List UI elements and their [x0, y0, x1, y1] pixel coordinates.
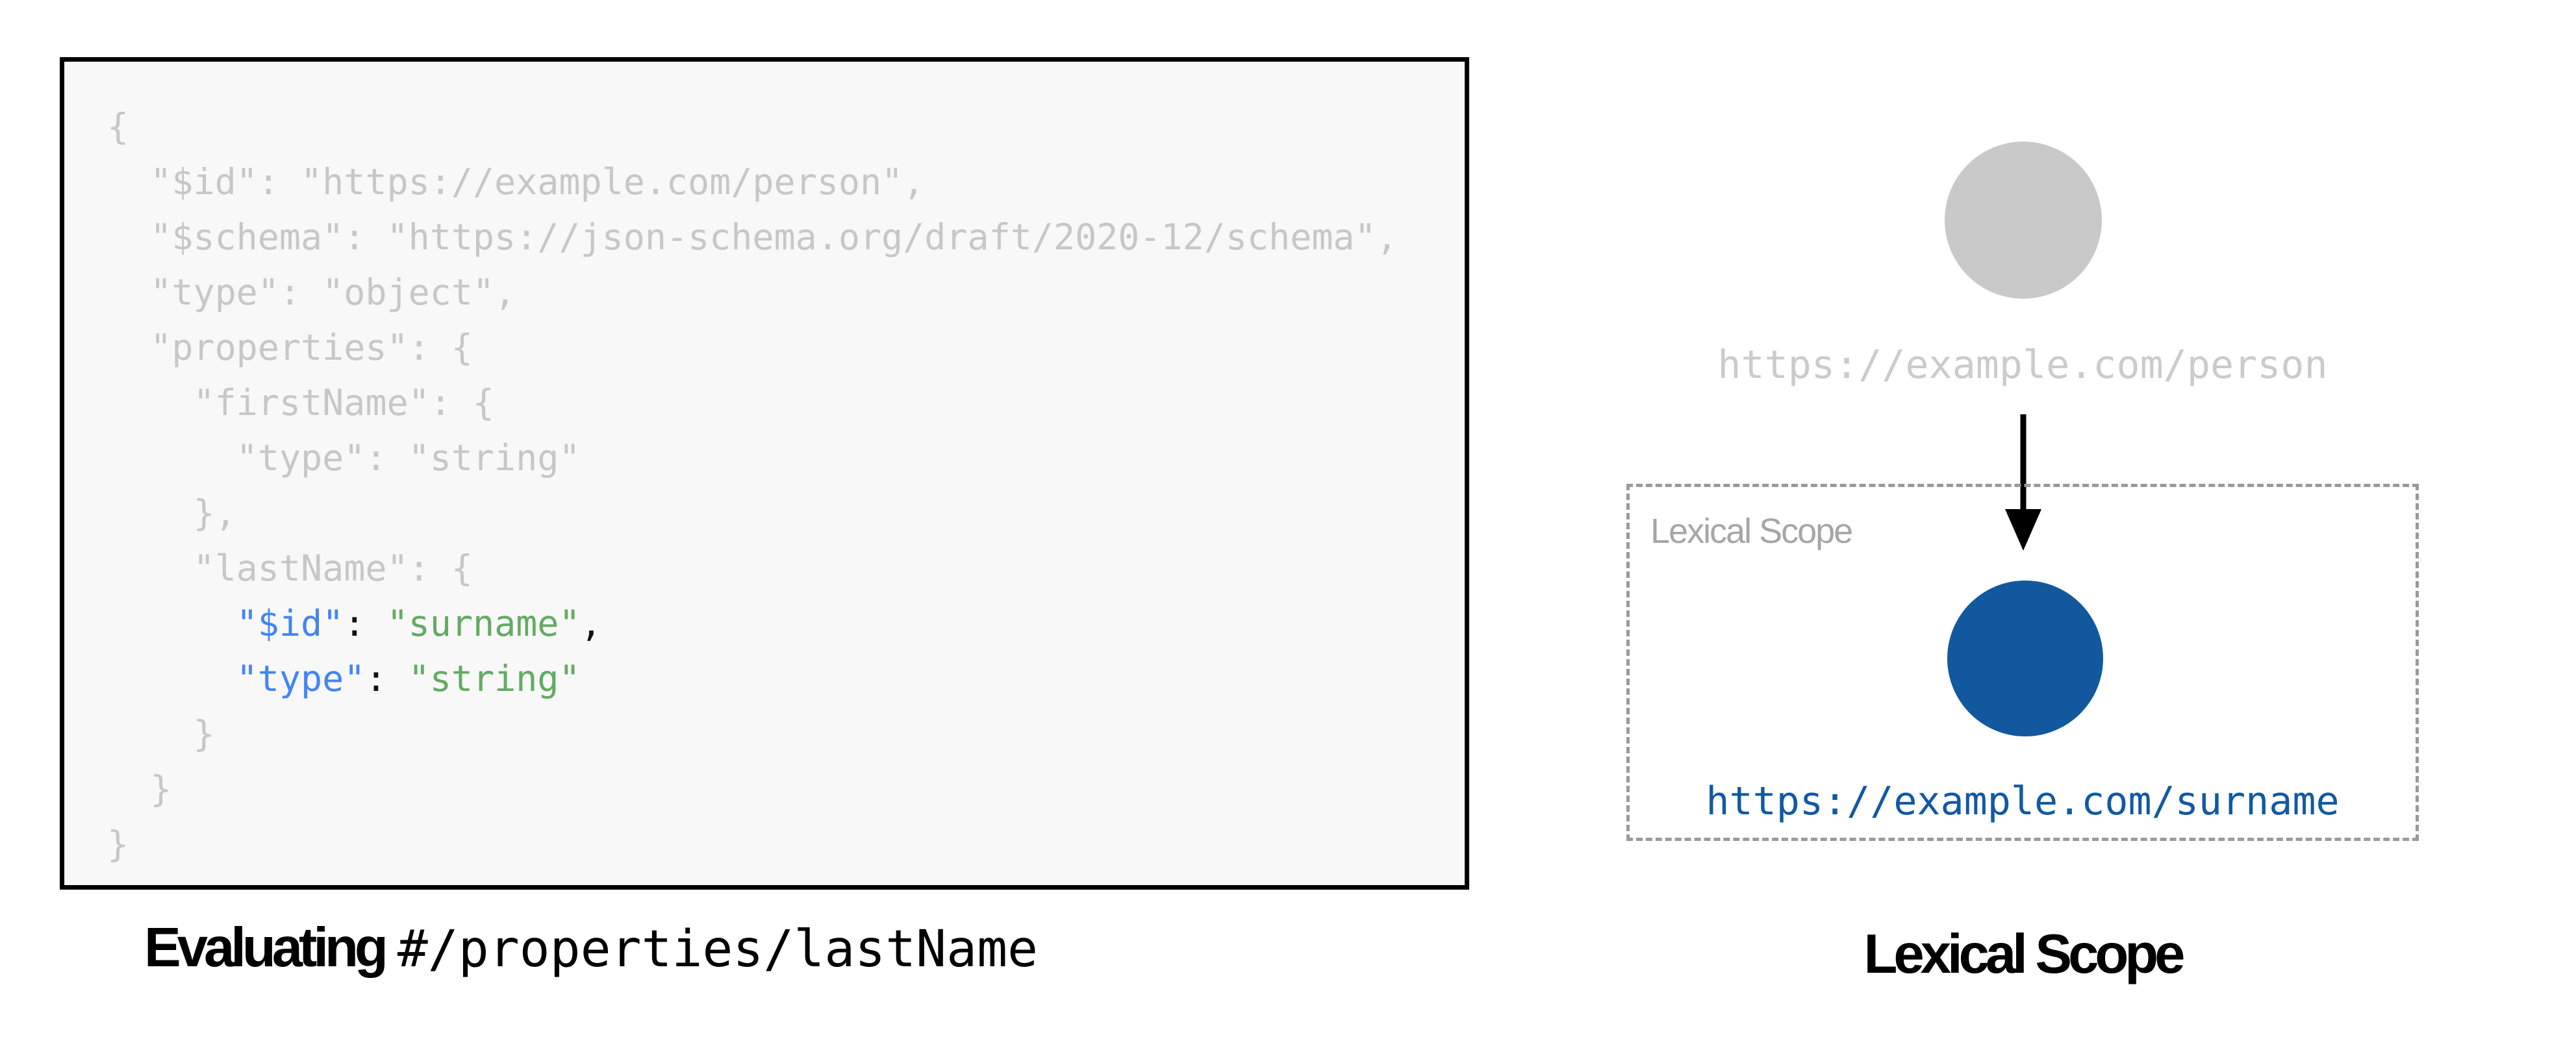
code-token: {	[107, 106, 129, 147]
code-token: "$id"	[236, 603, 344, 644]
code-token: }	[107, 823, 129, 865]
code-token: "properties": {	[107, 327, 473, 368]
right-caption: Lexical Scope	[1863, 923, 2186, 985]
left-caption-bold: Evaluating	[144, 917, 388, 979]
code-token: "lastName": {	[107, 547, 473, 589]
reference-arrow-icon	[2005, 414, 2041, 551]
code-line: "$id": "https://example.com/person",	[107, 155, 1465, 210]
person-schema-uri-label: https://example.com/person	[1717, 342, 2328, 388]
code-line: "properties": {	[107, 320, 1465, 375]
surname-schema-node	[1947, 581, 2103, 736]
code-token: }	[107, 768, 172, 810]
code-token: :	[365, 658, 409, 699]
code-token: "string"	[408, 658, 581, 699]
person-schema-node	[1945, 142, 2102, 299]
code-token: :	[344, 603, 387, 644]
code-token: ,	[580, 603, 602, 644]
code-line: },	[107, 486, 1465, 541]
lexical-scope-box: Lexical Scope	[1626, 484, 2419, 841]
code-token: "surname"	[386, 603, 581, 644]
code-token: "type": "string"	[107, 437, 581, 479]
code-token: "$schema": "https://json-schema.org/draf…	[107, 216, 1398, 258]
code-line: "type": "string"	[107, 431, 1465, 486]
code-token: "type"	[236, 658, 366, 699]
code-line: }	[107, 707, 1465, 762]
code-line: "$id": "surname",	[107, 596, 1465, 651]
left-caption-pointer-path: #/properties/lastName	[397, 920, 1038, 979]
code-line: }	[107, 817, 1465, 872]
code-block: { "$id": "https://example.com/person", "…	[107, 99, 1465, 872]
code-line: "type": "string"	[107, 651, 1465, 707]
code-panel: { "$id": "https://example.com/person", "…	[60, 57, 1469, 890]
lexical-scope-box-label: Lexical Scope	[1650, 512, 1853, 551]
code-line: {	[107, 99, 1465, 155]
code-line: "$schema": "https://json-schema.org/draf…	[107, 210, 1465, 265]
code-token	[107, 658, 236, 699]
code-token: "$id": "https://example.com/person",	[107, 161, 925, 203]
code-token: "firstName": {	[107, 382, 495, 423]
code-token: }	[107, 713, 215, 755]
code-line: "lastName": {	[107, 541, 1465, 596]
code-token	[107, 603, 236, 644]
code-line: "firstName": {	[107, 375, 1465, 431]
code-line: "type": "object",	[107, 265, 1465, 320]
code-token: "type": "object",	[107, 271, 516, 313]
code-token: },	[107, 492, 236, 534]
surname-schema-uri-label: https://example.com/surname	[1706, 779, 2340, 824]
left-caption: Evaluating#/properties/lastName	[144, 912, 1038, 999]
code-line: }	[107, 762, 1465, 817]
